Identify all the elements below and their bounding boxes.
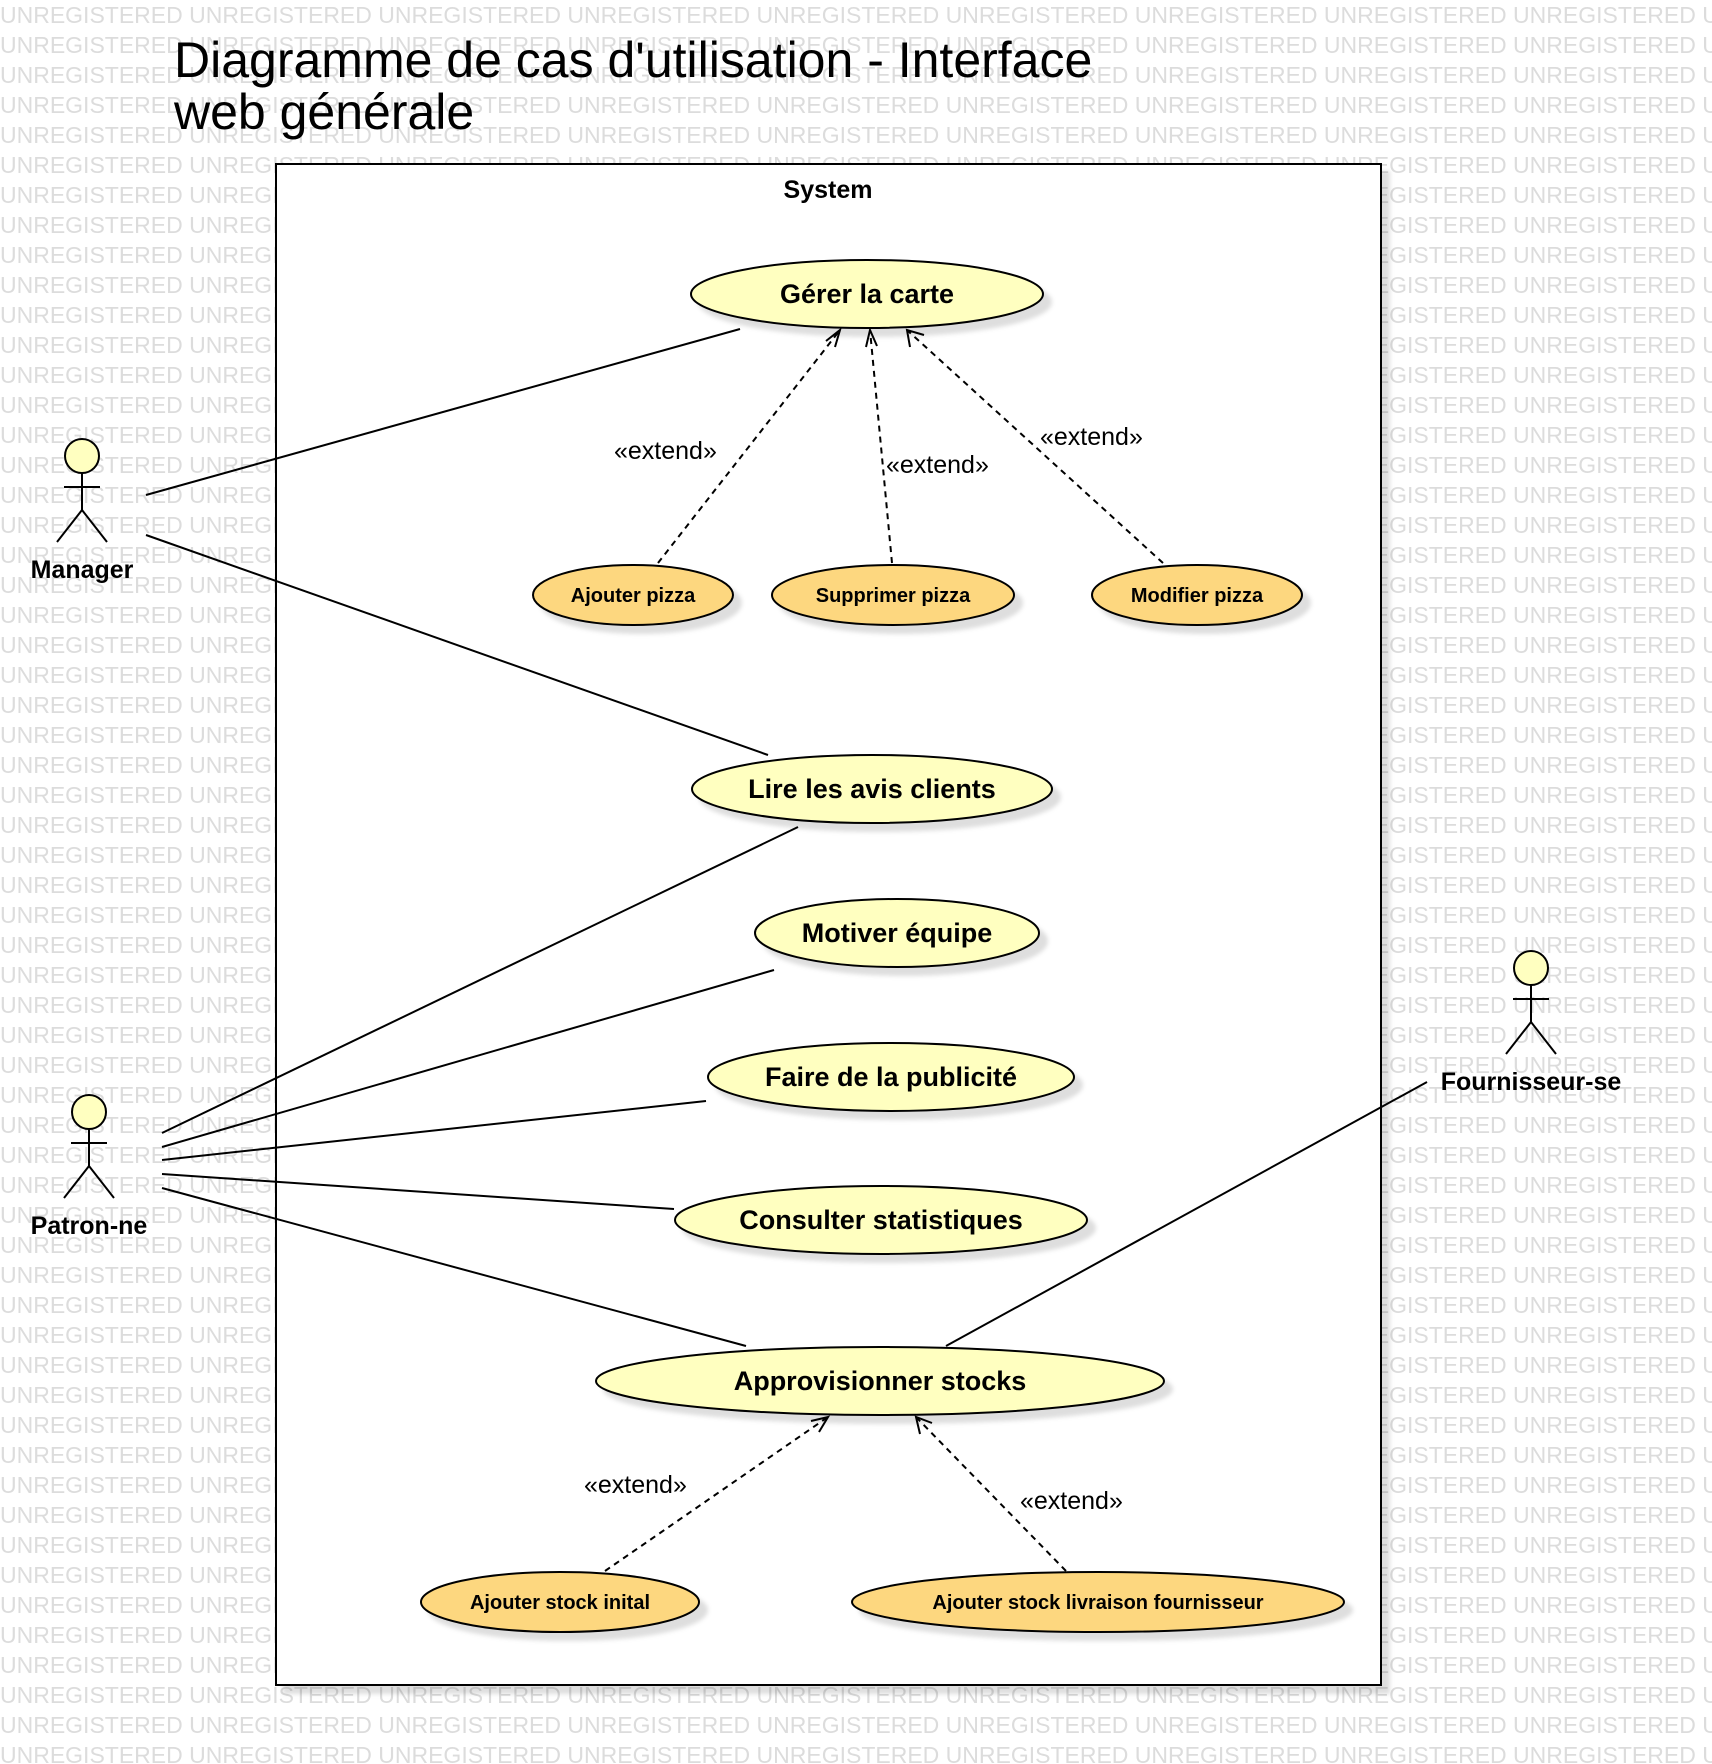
association-patron-statistiques xyxy=(161,1173,675,1210)
actor-label: Fournisseur-se xyxy=(1441,1068,1622,1096)
use-case-label: Ajouter stock inital xyxy=(470,1592,650,1614)
use-case-label: Faire de la publicité xyxy=(765,1062,1017,1092)
association-manager-gerer-carte xyxy=(145,328,741,496)
association-fournisseur-approvisionner xyxy=(945,1081,1428,1347)
use-case-lire-avis: Lire les avis clients xyxy=(691,754,1053,824)
watermark-line: UNREGISTERED UNREGISTERED UNREGISTERED U… xyxy=(0,1682,1712,1708)
actor-fournisseur: Fournisseur-se xyxy=(1441,950,1622,1096)
use-case-label: Motiver équipe xyxy=(802,918,993,948)
watermark-line: UNREGISTERED UNREGISTERED UNREGISTERED U… xyxy=(0,62,1712,88)
extend-modifier-pizza xyxy=(906,329,1164,564)
use-case-motiver-equipe: Motiver équipe xyxy=(754,898,1040,968)
stick-figure-icon xyxy=(1505,950,1557,1055)
extend-label: «extend» xyxy=(584,1471,687,1499)
association-patron-motiver-equipe xyxy=(161,969,775,1148)
arrowhead-icon xyxy=(865,326,878,348)
arrowhead-icon xyxy=(914,1415,933,1435)
use-case-label: Approvisionner stocks xyxy=(734,1366,1027,1396)
use-case-approvisionner: Approvisionner stocks xyxy=(595,1346,1165,1416)
actor-patron: Patron-ne xyxy=(31,1094,148,1240)
title-line-1: Diagramme de cas d'utilisation - Interfa… xyxy=(174,32,1092,88)
arrowhead-icon xyxy=(905,328,925,348)
extend-label: «extend» xyxy=(1020,1487,1123,1515)
extend-relations xyxy=(604,329,1164,1572)
arrowhead-icon xyxy=(810,1415,831,1433)
watermark-line: UNREGISTERED UNREGISTERED UNREGISTERED U… xyxy=(0,1712,1712,1738)
actor-label: Patron-ne xyxy=(31,1212,148,1240)
arrowhead-icon xyxy=(825,327,842,348)
use-case-ajouter-pizza: Ajouter pizza xyxy=(532,564,734,626)
stick-figure-icon xyxy=(56,438,108,543)
watermark-line: UNREGISTERED UNREGISTERED UNREGISTERED U… xyxy=(0,1742,1712,1764)
use-case-modifier-pizza: Modifier pizza xyxy=(1091,564,1303,626)
association-patron-approvisionner xyxy=(161,1187,747,1347)
watermark-line: UNREGISTERED UNREGISTERED UNREGISTERED U… xyxy=(0,2,1712,28)
use-case-label: Gérer la carte xyxy=(780,279,954,309)
diagram-title: Diagramme de cas d'utilisation - Interfa… xyxy=(173,32,1092,140)
actor-label: Manager xyxy=(31,556,134,584)
system-label: System xyxy=(784,176,873,204)
watermark-line: UNREGISTERED UNREGISTERED UNREGISTERED U… xyxy=(0,92,1712,118)
extend-label: «extend» xyxy=(1040,423,1143,451)
actor-manager: Manager xyxy=(31,438,134,584)
title-line-2: web générale xyxy=(173,84,474,140)
extend-labels: «extend» «extend» «extend» «extend» «ext… xyxy=(584,423,1143,1515)
use-case-label: Ajouter pizza xyxy=(571,585,696,607)
use-case-label: Supprimer pizza xyxy=(816,585,971,607)
use-case-statistiques: Consulter statistiques xyxy=(674,1185,1088,1255)
stick-figure-icon xyxy=(63,1094,115,1199)
use-case-label: Ajouter stock livraison fournisseur xyxy=(932,1592,1263,1614)
watermark-line: UNREGISTERED UNREGISTERED UNREGISTERED U… xyxy=(0,122,1712,148)
extend-label: «extend» xyxy=(886,451,989,479)
use-case-stock-livraison: Ajouter stock livraison fournisseur xyxy=(851,1571,1345,1633)
use-case-label: Consulter statistiques xyxy=(739,1205,1023,1235)
association-patron-publicite xyxy=(161,1100,707,1161)
extend-ajouter-pizza xyxy=(657,329,841,564)
extend-arrowheads xyxy=(810,326,933,1435)
use-case-label: Lire les avis clients xyxy=(748,774,996,804)
extend-label: «extend» xyxy=(614,437,717,465)
watermark-line: UNREGISTERED UNREGISTERED UNREGISTERED U… xyxy=(0,32,1712,58)
use-case-label: Modifier pizza xyxy=(1131,585,1264,607)
association-manager-lire-avis xyxy=(145,534,769,756)
use-case-stock-initial: Ajouter stock inital xyxy=(420,1571,700,1633)
extend-stock-initial xyxy=(604,1416,829,1572)
use-case-supprimer-pizza: Supprimer pizza xyxy=(771,564,1015,626)
use-case-publicite: Faire de la publicité xyxy=(707,1042,1075,1112)
association-patron-lire-avis xyxy=(161,826,799,1134)
extend-stock-livraison xyxy=(915,1416,1067,1572)
use-case-gerer-carte: Gérer la carte xyxy=(690,259,1044,329)
associations xyxy=(145,328,1428,1347)
